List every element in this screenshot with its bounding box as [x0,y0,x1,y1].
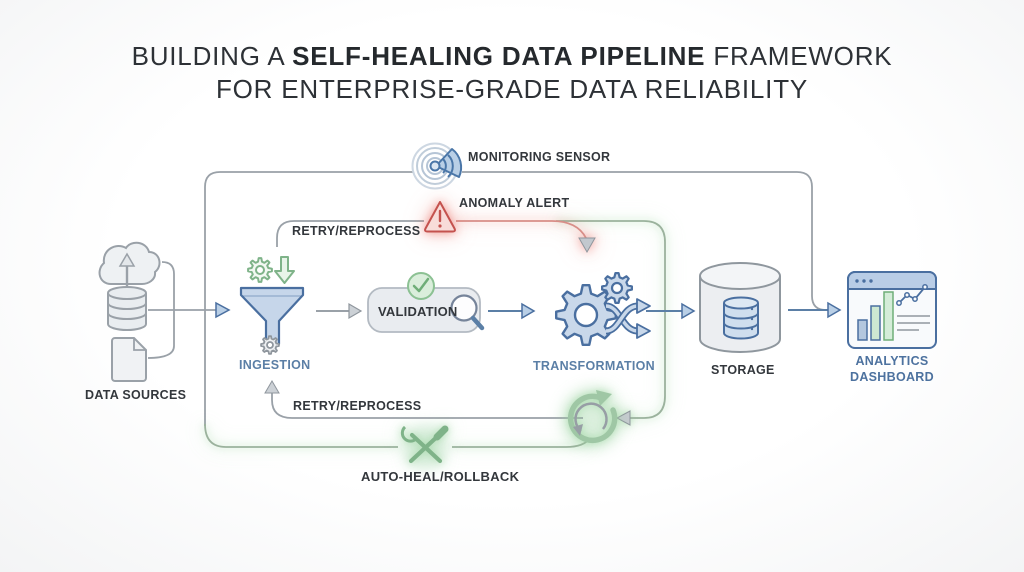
storage-database-icon [723,296,759,340]
data-sources-label: DATA SOURCES [85,388,187,402]
sources-bracket [147,261,216,359]
retry-top-line [276,220,424,247]
down-arrowhead [578,237,596,254]
retry-bottom-line [264,380,583,419]
validation-label: VALIDATION [378,304,458,319]
check-circle-icon [407,272,435,300]
browser-header [847,271,937,290]
line-chart-icon [896,284,928,306]
database-icon [107,286,147,331]
check-mark [412,277,430,293]
storage-label: STORAGE [711,363,775,377]
transformation-label: TRANSFORMATION [533,359,656,373]
dashboard-text-lines [897,315,930,331]
window-dot [869,279,873,283]
small-gear-hole [266,341,274,349]
auto-heal-rollback-label: AUTO-HEAL/ROLLBACK [361,469,520,484]
storage-node [699,262,781,353]
anomaly-alert-line [456,220,596,254]
window-dot [862,279,866,283]
double-down-arrow-icon [274,256,295,284]
analytics-dashboard-label: ANALYTICS DASHBOARD [850,354,934,384]
data-sources-node [98,241,161,382]
shuffle-arrows-icon [605,298,651,339]
circular-refresh-icon [567,390,618,444]
magnifier-handle [470,315,485,331]
title-line1-regular-start: BUILDING A [131,41,293,71]
ingestion-label: INGESTION [239,358,311,372]
page-title: BUILDING A SELF-HEALING DATA PIPELINE FR… [0,40,1024,106]
arrowhead-validation-transformation [521,302,536,320]
transformation-node [555,272,651,346]
flow-arrows [147,261,842,359]
green-gear-hole [255,265,265,275]
autoheal-line [204,423,591,448]
document-icon [111,337,147,382]
anomaly-rollback-line [556,220,666,426]
analytics-node [847,271,937,349]
crossed-tools-icon [400,425,449,464]
arrowhead-storage-dashboard [827,301,842,319]
validation-node [367,272,485,333]
gear-small-hole [610,281,624,295]
ingestion-node [239,256,305,355]
arrowhead-transformation-storage [681,302,696,320]
left-arrowhead [615,410,631,426]
warning-triangle-icon [424,201,456,233]
magnifier-icon [450,294,478,322]
title-line1-regular-end: FRAMEWORK [705,41,893,71]
cloud-arrow-icon [118,252,136,287]
storage-cylinder-top [699,262,781,290]
radar-sensor-icon [411,142,463,190]
monitoring-sensor-label: MONITORING SENSOR [468,150,611,164]
gear-large-hole [573,302,599,328]
monitoring-loop-line [204,171,827,426]
up-arrowhead [264,380,280,394]
anomaly-alert-label: ANOMALY ALERT [459,196,570,210]
title-line2: FOR ENTERPRISE-GRADE DATA RELIABILITY [215,74,809,104]
arrowhead-ingestion-validation [348,302,363,320]
title-line1-bold: SELF-HEALING DATA PIPELINE [292,41,706,71]
retry-reprocess-bottom-label: RETRY/REPROCESS [293,399,422,413]
window-dot [855,279,859,283]
retry-reprocess-top-label: RETRY/REPROCESS [292,224,421,238]
bar-chart-icon [857,291,894,341]
arrowhead-sources-ingestion [215,301,231,319]
